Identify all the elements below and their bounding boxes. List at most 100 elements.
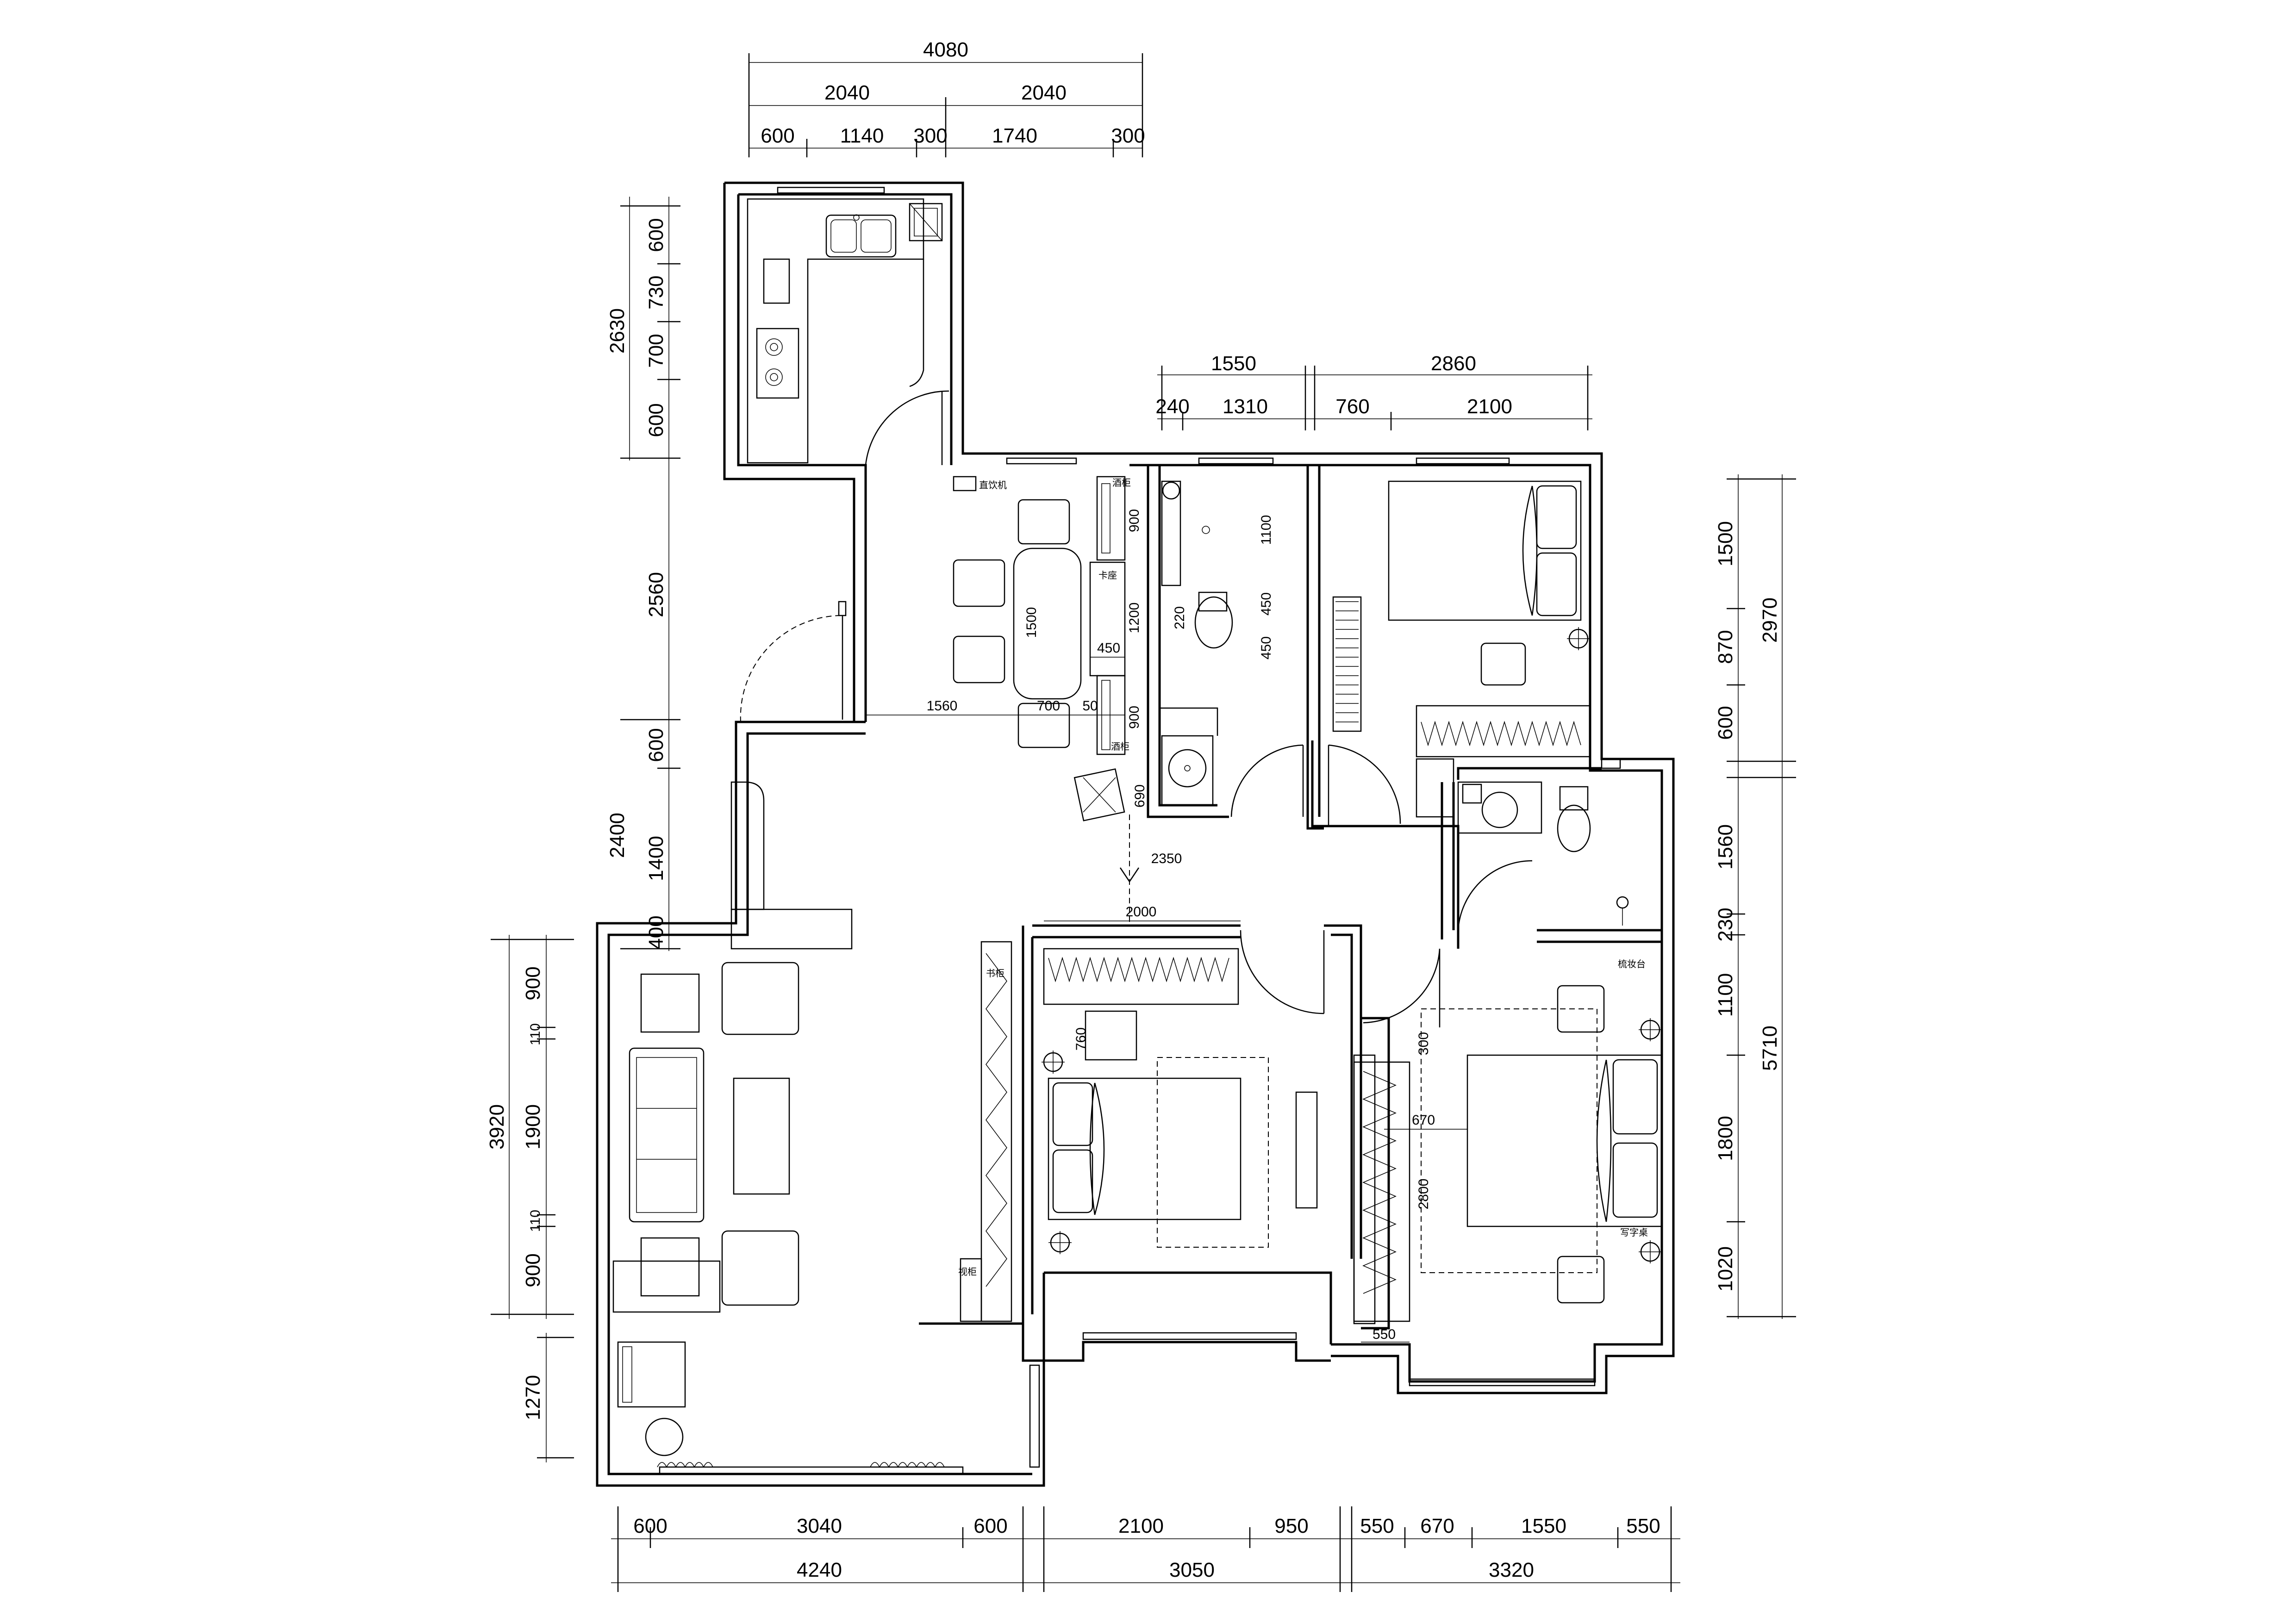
dim-bottom-small-5: 950 xyxy=(1274,1515,1308,1537)
label-bookshelf: 书柜 xyxy=(986,968,1004,979)
dim-left-kitchen-total: 2630 xyxy=(606,308,629,354)
pillow xyxy=(1536,552,1577,616)
bookshelf xyxy=(980,941,1012,1322)
tv-console xyxy=(1295,1091,1318,1209)
dim-interior-670: 670 xyxy=(1412,1113,1435,1128)
label-booth: 卡座 xyxy=(1098,570,1117,581)
dim-top-small-2: 1140 xyxy=(840,124,884,147)
dim-interior-760: 760 xyxy=(1073,1027,1089,1051)
dim-bottom-small-4: 2100 xyxy=(1118,1515,1164,1537)
top-dimension-chain: 4080 2040 2040 600 1140 300 1740 300 xyxy=(748,38,1145,157)
tv-stand xyxy=(730,908,853,950)
kitchen xyxy=(747,198,943,464)
rug xyxy=(1157,1057,1269,1248)
right-dimension-chains: 2970 1500 870 600 5710 1560 230 1100 180… xyxy=(1714,474,1796,1319)
living-room: 书柜 视柜 2350 xyxy=(612,781,1182,1468)
tap-icon xyxy=(1462,784,1482,804)
dim-interior-900b: 900 xyxy=(1127,706,1142,729)
dim-interior-1100: 1100 xyxy=(1259,515,1274,545)
left-dimension-chains: 2630 600 730 700 600 2560 2400 600 1400 … xyxy=(486,197,680,1462)
armchair xyxy=(721,962,799,1035)
piano-icon xyxy=(1332,596,1362,732)
fridge-icon xyxy=(909,203,943,242)
dim-top-small-1: 600 xyxy=(761,124,794,147)
dim-bottom-total-2: 3050 xyxy=(1169,1559,1215,1581)
tv-cabinet xyxy=(960,1258,982,1322)
label-desk: 写字桌 xyxy=(1620,1227,1648,1238)
dim-top-mid-2: 2040 xyxy=(1021,81,1067,104)
pillow xyxy=(1536,485,1577,549)
dim-bottom-small-7: 670 xyxy=(1420,1515,1454,1537)
upper-mid-dimension-chain: 1550 2860 240 1310 760 2100 xyxy=(1155,352,1592,430)
dim-interior-690: 690 xyxy=(1132,784,1148,808)
dim-interior-700: 700 xyxy=(1037,698,1060,714)
dim-top-small-3: 300 xyxy=(913,124,947,147)
dim-right-lower-total: 5710 xyxy=(1759,1026,1781,1071)
dim-left-kitchen-2: 730 xyxy=(645,275,668,309)
pillow xyxy=(1612,1059,1658,1135)
balcony-basin-icon xyxy=(645,1418,684,1456)
wardrobe xyxy=(1353,1061,1410,1322)
lamp-icon xyxy=(1042,1051,1065,1074)
dim-right-lower-2: 230 xyxy=(1714,908,1737,941)
shower-basin-icon xyxy=(1161,735,1214,806)
label-vanity: 梳妆台 xyxy=(1618,959,1646,970)
dining-chair xyxy=(1017,499,1070,545)
dim-bottom-small-8: 1550 xyxy=(1521,1515,1566,1537)
dim-interior-450c: 450 xyxy=(1259,636,1274,659)
dim-interior-450a: 450 xyxy=(1097,640,1120,656)
dim-right-upper-3: 600 xyxy=(1714,706,1737,740)
dim-interior-50: 50 xyxy=(1082,698,1098,714)
dining-chair xyxy=(953,559,1005,607)
wardrobe xyxy=(1043,948,1239,1005)
washing-machine-icon xyxy=(617,1341,686,1408)
dim-right-upper-total: 2970 xyxy=(1759,597,1781,643)
basin-icon xyxy=(1481,791,1518,828)
dim-interior-900a: 900 xyxy=(1127,509,1142,532)
label-cabinet-bottom: 酒柜 xyxy=(1111,741,1129,752)
dim-interior-1200: 1200 xyxy=(1127,603,1142,634)
armchair xyxy=(721,1230,799,1306)
toilet-icon xyxy=(1557,786,1591,852)
dim-left-kitchen-4: 600 xyxy=(645,403,668,437)
armchair-icon xyxy=(1073,768,1125,821)
dim-left-balcony: 1270 xyxy=(522,1375,544,1420)
stool xyxy=(1480,642,1526,686)
dim-right-lower-3: 1100 xyxy=(1714,973,1737,1017)
bedroom-upper xyxy=(1332,480,1591,818)
label-tv-cabinet: 视柜 xyxy=(958,1267,977,1277)
dim-left-dining: 2560 xyxy=(645,572,668,617)
wine-cabinet-top: 酒柜 xyxy=(1096,476,1131,561)
dim-bottom-small-3: 600 xyxy=(973,1515,1007,1537)
label-drink-machine: 直饮机 xyxy=(979,480,1007,491)
lamp-icon xyxy=(1639,1240,1662,1263)
desk-chair xyxy=(1085,1010,1137,1061)
dim-bottom-small-6: 550 xyxy=(1360,1515,1394,1537)
dining-chair xyxy=(1017,703,1070,748)
bathroom-main: 1100 450 220 450 xyxy=(1160,480,1274,806)
vanity-counter xyxy=(1161,480,1181,586)
dim-interior-1500: 1500 xyxy=(1024,607,1039,638)
dim-upper-a-2: 2860 xyxy=(1431,352,1476,375)
side-cabinet xyxy=(1416,758,1454,818)
stove-icon xyxy=(756,328,799,399)
dining-area: 直饮机 酒柜 酒柜 卡座 900 1500 450 1200 900 1560 … xyxy=(866,476,1148,821)
dining-chair xyxy=(953,635,1005,684)
dim-bottom-total-1: 4240 xyxy=(797,1559,842,1581)
dim-right-upper-1: 1500 xyxy=(1714,521,1737,566)
dim-left-living-total: 3920 xyxy=(486,1104,508,1150)
toilet-icon xyxy=(1194,591,1233,649)
dim-left-entry-total: 2400 xyxy=(606,813,629,858)
dim-top-small-4: 1740 xyxy=(992,124,1037,147)
pillow xyxy=(1052,1082,1093,1146)
bed xyxy=(1048,1077,1242,1220)
dim-right-upper-2: 870 xyxy=(1714,630,1737,664)
dim-left-kitchen-3: 700 xyxy=(645,334,668,367)
dim-top-total: 4080 xyxy=(923,38,968,61)
pillow xyxy=(1052,1149,1093,1213)
dim-right-lower-5: 1020 xyxy=(1714,1246,1737,1292)
bathroom-en-suite xyxy=(1457,781,1629,926)
bed xyxy=(1388,480,1582,621)
bedroom-middle: 2000 760 xyxy=(1042,904,1318,1254)
